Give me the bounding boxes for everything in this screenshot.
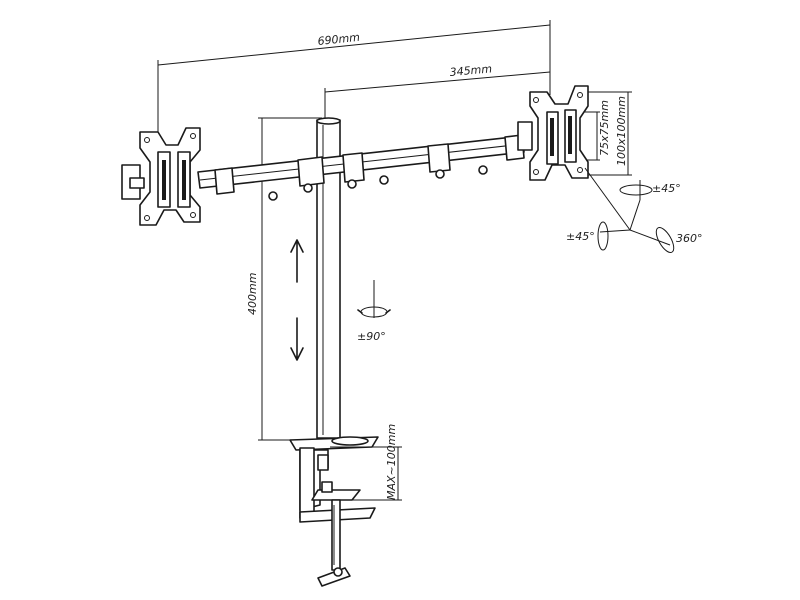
- label-345mm: 345mm: [449, 62, 492, 79]
- label-400mm: 400mm: [246, 273, 259, 315]
- dimension-clamp: MAX~100mm: [330, 424, 402, 501]
- arm-rotation-symbol: ±90°: [357, 280, 391, 343]
- left-vesa-plate: [121, 127, 201, 226]
- label-swivel-45: ±45°: [566, 230, 595, 243]
- dimension-690: 690mm: [157, 20, 551, 140]
- height-adjust-arrows: [290, 239, 304, 361]
- label-100x100mm: 100x100mm: [615, 96, 628, 166]
- label-690mm: 690mm: [317, 31, 361, 48]
- label-pm90: ±90°: [357, 330, 386, 343]
- dimension-345: 345mm: [324, 62, 551, 120]
- label-max-100mm: MAX~100mm: [385, 424, 398, 500]
- crossbar-arm: [197, 134, 525, 201]
- label-tilt-45: ±45°: [652, 182, 681, 195]
- label-360: 360°: [676, 232, 703, 245]
- right-vesa-plate: [517, 85, 589, 181]
- desk-clamp: [289, 436, 379, 587]
- label-75x75mm: 75x75mm: [598, 100, 611, 156]
- rotation-axes: ±45° ±45° 360°: [566, 167, 703, 253]
